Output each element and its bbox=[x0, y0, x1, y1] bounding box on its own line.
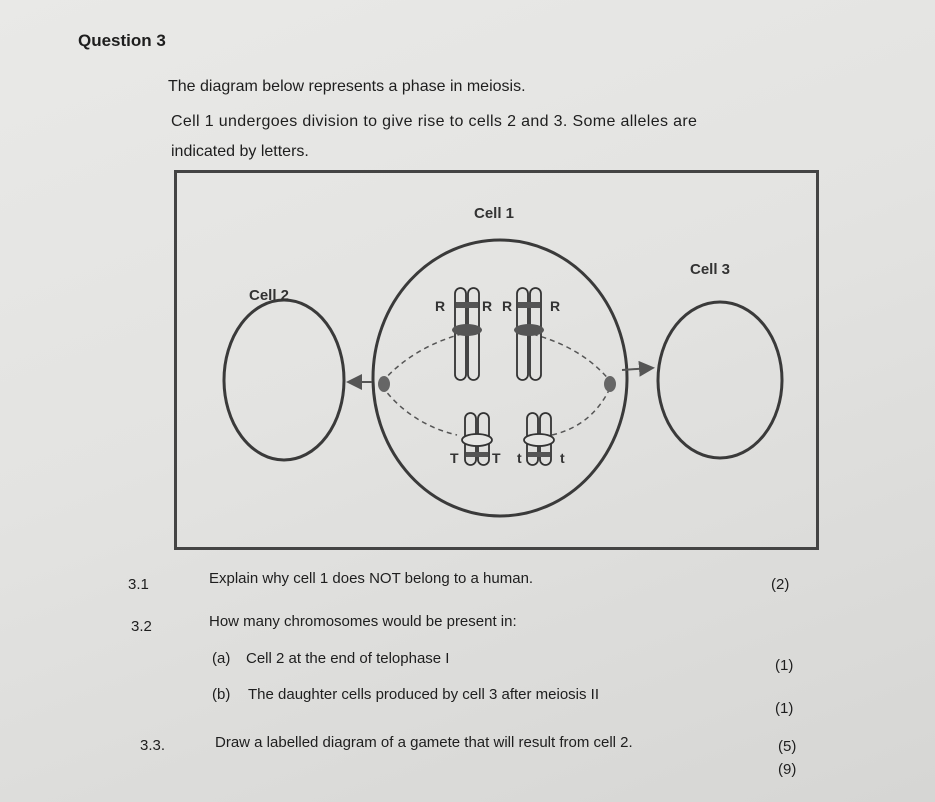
question-title: Question 3 bbox=[78, 31, 166, 50]
cell-1-label: Cell 1 bbox=[474, 205, 514, 222]
subquestion-text: Cell 2 at the end of telophase I bbox=[246, 650, 450, 667]
subquestion-text: Draw a labelled diagram of a gamete that… bbox=[215, 734, 633, 751]
cell-3-membrane bbox=[656, 300, 784, 460]
allele-label-t-2: t bbox=[560, 450, 565, 466]
spindle-fibre-bottom bbox=[381, 385, 612, 436]
chromosome-pair-bottom-left bbox=[461, 412, 493, 466]
cell-2-label: Cell 2 bbox=[249, 287, 289, 304]
question-description-line2: indicated by letters. bbox=[171, 143, 309, 160]
cell-1-membrane bbox=[371, 238, 629, 518]
centriole-left bbox=[378, 376, 390, 392]
chromosome-pair-top-left bbox=[452, 287, 482, 381]
subquestion-text: How many chromosomes would be present in… bbox=[209, 613, 517, 630]
question-description-line1: Cell 1 undergoes division to give rise t… bbox=[171, 113, 698, 130]
subquestion-marks: (1) bbox=[775, 700, 794, 717]
question-intro: The diagram below represents a phase in … bbox=[168, 78, 526, 95]
centriole-right bbox=[604, 376, 616, 392]
allele-label-t-1: t bbox=[517, 450, 522, 466]
cell-3-label: Cell 3 bbox=[690, 261, 730, 278]
allele-label-R-4: R bbox=[550, 298, 560, 314]
chromosome-pair-bottom-right bbox=[523, 412, 555, 466]
subquestion-number: 3.3. bbox=[140, 737, 166, 754]
arrow-to-cell-3 bbox=[621, 360, 655, 377]
subquestion-marks: (5) bbox=[778, 738, 797, 755]
subquestion-part-label: (a) bbox=[212, 650, 231, 667]
subquestion-marks: (1) bbox=[775, 657, 794, 674]
allele-label-T-1: T bbox=[450, 450, 459, 466]
spindle-fibre-top bbox=[381, 331, 612, 383]
subquestion-number: 3.2 bbox=[131, 618, 152, 635]
diagram-frame bbox=[174, 170, 819, 550]
allele-label-R-1: R bbox=[435, 298, 445, 314]
cell-2-membrane bbox=[222, 298, 346, 462]
chromosome-pair-top-right bbox=[514, 287, 544, 381]
allele-label-R-3: R bbox=[502, 298, 512, 314]
subquestion-text: Explain why cell 1 does NOT belong to a … bbox=[209, 570, 534, 587]
subquestion-part-label: (b) bbox=[212, 686, 231, 703]
subquestion-text: The daughter cells produced by cell 3 af… bbox=[248, 686, 600, 703]
subquestion-marks: (2) bbox=[771, 576, 790, 593]
allele-label-R-2: R bbox=[482, 298, 492, 314]
subquestion-number: 3.1 bbox=[128, 576, 149, 593]
allele-label-T-2: T bbox=[492, 450, 501, 466]
total-marks: (9) bbox=[778, 761, 797, 778]
meiosis-diagram: Cell 1 Cell 2 Cell 3 R R R R bbox=[222, 205, 784, 518]
